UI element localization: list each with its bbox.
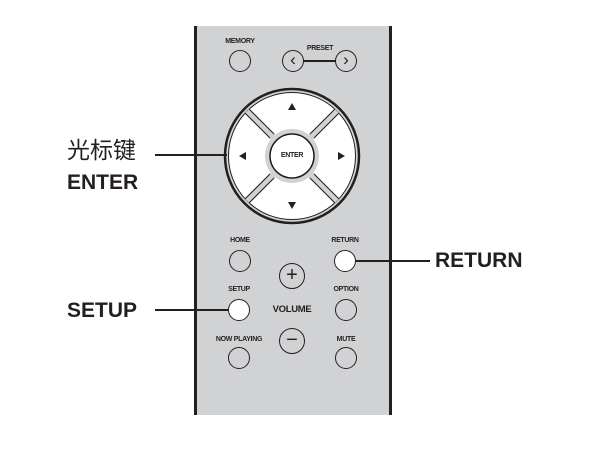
setup-button[interactable] bbox=[228, 299, 250, 321]
option-label: OPTION bbox=[333, 286, 359, 293]
chevron-right-icon: › bbox=[343, 50, 349, 69]
volume-label: VOLUME bbox=[272, 304, 312, 315]
preset-label: PRESET bbox=[306, 45, 334, 52]
up-arrow-icon[interactable] bbox=[288, 103, 296, 110]
memory-label: MEMORY bbox=[225, 38, 255, 45]
callout-setup: SETUP bbox=[67, 299, 138, 322]
right-arrow-icon[interactable] bbox=[338, 152, 345, 160]
callout-return: RETURN bbox=[435, 249, 523, 272]
down-arrow-icon[interactable] bbox=[288, 202, 296, 209]
minus-icon: − bbox=[286, 329, 298, 351]
left-arrow-icon[interactable] bbox=[239, 152, 246, 160]
callout-line-return bbox=[356, 260, 430, 262]
callout-cursor-keys-cn: 光标键 bbox=[67, 138, 136, 164]
home-button[interactable] bbox=[229, 250, 251, 272]
callout-line-cursor bbox=[155, 154, 227, 156]
preset-connector bbox=[302, 60, 338, 62]
now-playing-button[interactable] bbox=[228, 347, 250, 369]
memory-button[interactable] bbox=[229, 50, 251, 72]
enter-button-label: ENTER bbox=[280, 152, 304, 159]
callout-enter: ENTER bbox=[67, 171, 139, 194]
enter-button[interactable] bbox=[269, 133, 315, 179]
plus-icon: + bbox=[286, 264, 298, 286]
volume-down-button[interactable]: − bbox=[279, 328, 305, 354]
volume-up-button[interactable]: + bbox=[279, 263, 305, 289]
mute-label: MUTE bbox=[336, 336, 356, 343]
home-label: HOME bbox=[230, 237, 250, 244]
option-button[interactable] bbox=[335, 299, 357, 321]
callout-line-setup bbox=[155, 309, 228, 311]
now-playing-label: NOW PLAYING bbox=[215, 336, 263, 343]
return-label: RETURN bbox=[331, 237, 359, 244]
chevron-left-icon: ‹ bbox=[290, 50, 296, 69]
preset-prev-button[interactable]: ‹ bbox=[282, 50, 304, 72]
setup-label: SETUP bbox=[228, 286, 250, 293]
preset-next-button[interactable]: › bbox=[335, 50, 357, 72]
return-button[interactable] bbox=[334, 250, 356, 272]
mute-button[interactable] bbox=[335, 347, 357, 369]
